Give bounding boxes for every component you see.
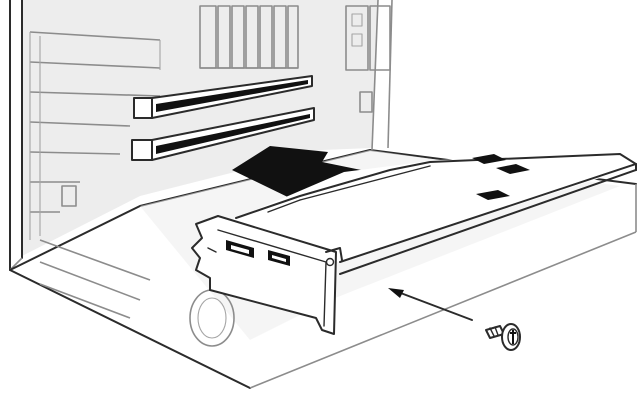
bracket-screw	[486, 324, 520, 350]
